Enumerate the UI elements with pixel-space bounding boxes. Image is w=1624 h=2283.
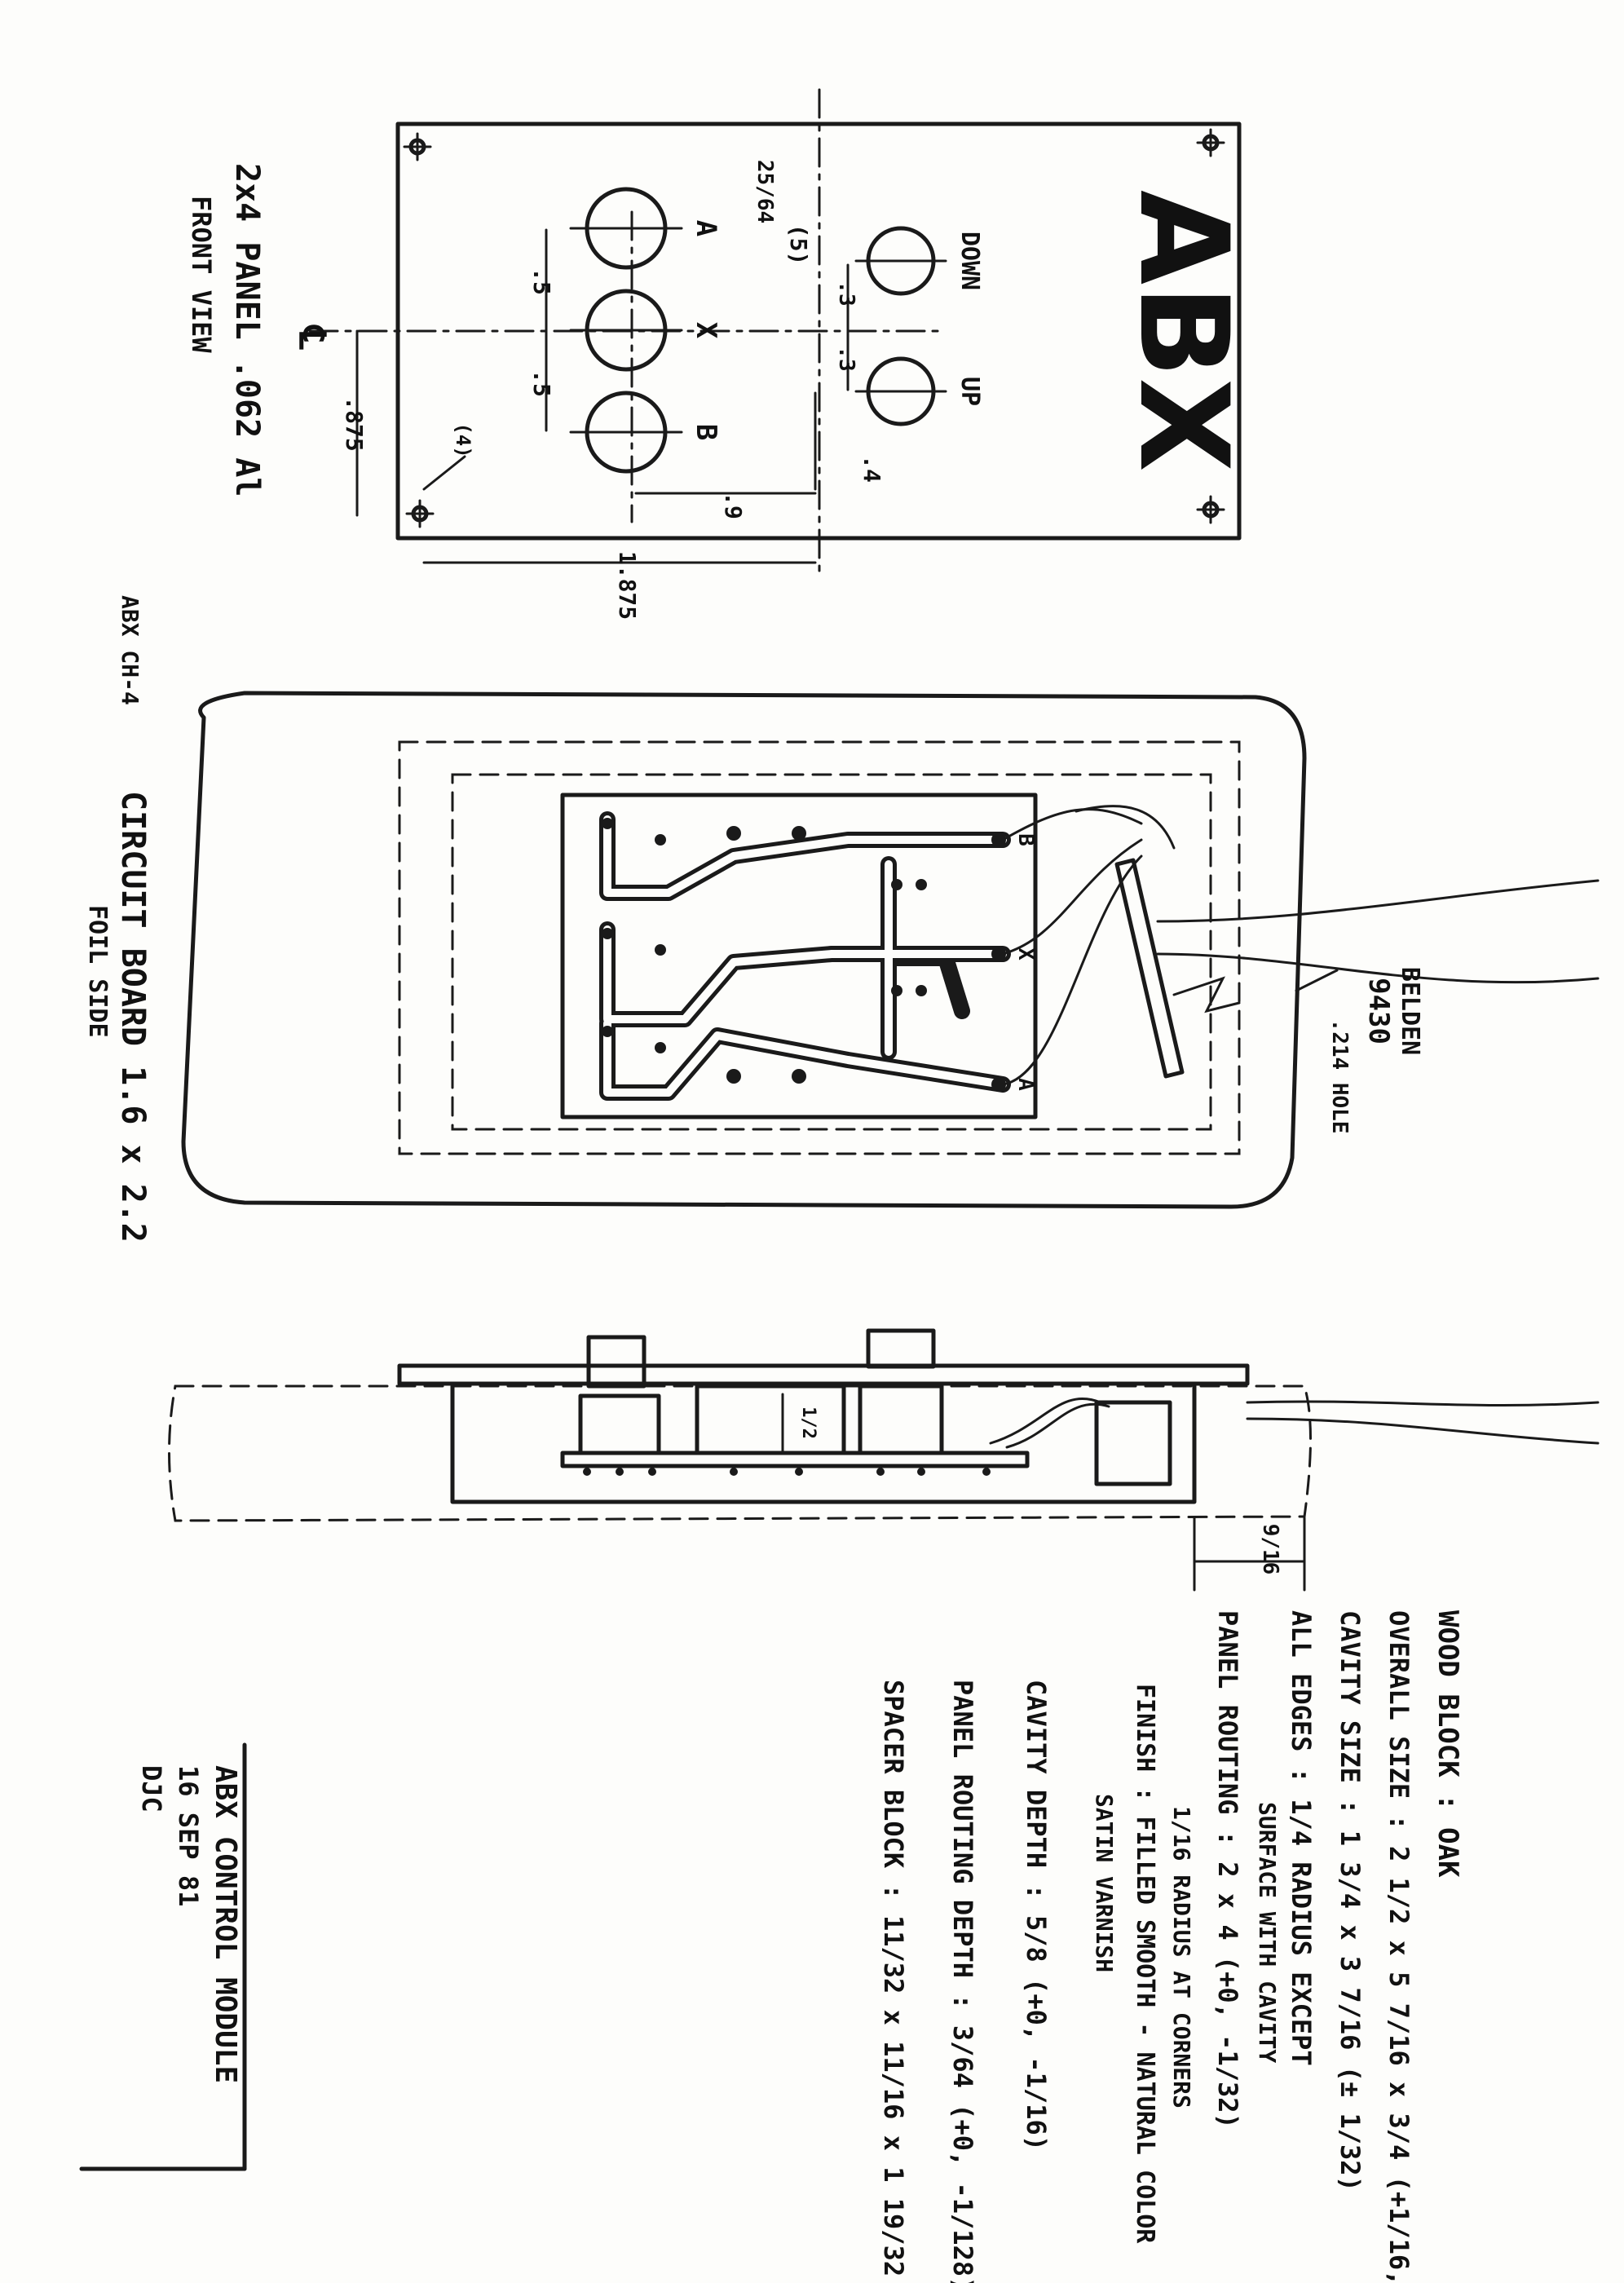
panel-routing-outline bbox=[398, 740, 1241, 1155]
title-block-title: ABX CONTROL MODULE bbox=[209, 1765, 242, 2083]
note-spacer-block: SPACER BLOCK : 11/32 x 11/16 x 1 19/32 bbox=[878, 1680, 909, 2276]
note-cavity-size: CAVITY SIZE : 1 3/4 x 3 7/16 (± 1/32) bbox=[1335, 1610, 1366, 2192]
dim-jack-spacing-2: .5 bbox=[528, 369, 555, 397]
dim-height-offset: .875 bbox=[341, 396, 368, 451]
abx-logo: ABX bbox=[1112, 190, 1254, 472]
foil-traces bbox=[599, 811, 1011, 1101]
side-wood-outline bbox=[168, 1384, 1312, 1522]
side-solder-points bbox=[583, 1468, 991, 1476]
title-block-date: 16 SEP 81 bbox=[173, 1765, 204, 1906]
notes-block: WOOD BLOCK : OAK OVERALL SIZE : 2 1/2 x … bbox=[878, 1610, 1464, 2283]
switch-label-up: UP bbox=[955, 377, 984, 406]
jack-label-b: B bbox=[690, 424, 722, 440]
side-view: 9/16 1/2 bbox=[168, 1328, 1600, 1592]
side-spacer-block bbox=[1094, 1400, 1172, 1486]
hole-label: .214 HOLE bbox=[1327, 1019, 1352, 1134]
jack-label-x: X bbox=[690, 322, 722, 339]
note-cavity-depth: CAVITY DEPTH : 5/8 (+0, -1/16) bbox=[1021, 1680, 1052, 2151]
wires-and-cable bbox=[1001, 805, 1600, 1086]
dim-switch-row: .4 bbox=[858, 455, 885, 483]
side-panel bbox=[397, 1363, 1250, 1386]
terminal-label-x: X bbox=[1013, 947, 1038, 960]
switch-label-down: DOWN bbox=[955, 232, 984, 290]
title-block-initials: DJC bbox=[136, 1765, 167, 1813]
note-surface-cavity: SURFACE WITH CAVITY bbox=[1254, 1802, 1281, 2063]
cavity-outline bbox=[451, 773, 1212, 1131]
spacer-dimension: 1/2 bbox=[798, 1406, 819, 1439]
note-panel-routing-depth: PANEL ROUTING DEPTH : 3/64 (+0, -1/128) bbox=[947, 1680, 978, 2283]
side-switch-top-2 bbox=[866, 1328, 936, 1369]
front-view-subtitle: FRONT VIEW bbox=[186, 196, 217, 353]
cable-label-9430: 9430 bbox=[1362, 978, 1395, 1044]
terminal-label-a: A bbox=[1013, 1078, 1038, 1091]
front-view: ABX A X B DOWN UP 25/64 (5) (4) .5 .5 .3… bbox=[186, 88, 1254, 620]
spacer-block bbox=[1114, 858, 1185, 1079]
note-finish: FINISH : FILLED SMOOTH - NATURAL COLOR bbox=[1131, 1684, 1159, 2244]
side-jack-body-2 bbox=[858, 1384, 944, 1455]
mounting-screw bbox=[1172, 976, 1241, 1013]
title-block: ABX CONTROL MODULE 16 SEP 81 DJC bbox=[79, 1742, 247, 2171]
hole-callout-size: 25/64 bbox=[752, 160, 777, 223]
note-wood-block: WOOD BLOCK : OAK bbox=[1432, 1610, 1464, 1878]
centerline-mark-left: ℄ bbox=[291, 325, 333, 350]
drawing-number: ABX CH-4 bbox=[117, 595, 143, 705]
side-component bbox=[695, 1384, 846, 1455]
note-overall-size: OVERALL SIZE : 2 1/2 x 5 7/16 x 3/4 (+1/… bbox=[1383, 1610, 1414, 2283]
dim-switch-1: .3 bbox=[834, 280, 858, 306]
wood-block-outline bbox=[181, 691, 1307, 1209]
hole-callout-count: (5) bbox=[785, 224, 812, 266]
note-radius-corners: 1/16 RADIUS AT CORNERS bbox=[1168, 1806, 1195, 2109]
jack-label-a: A bbox=[690, 220, 722, 236]
side-jack-body-1 bbox=[578, 1393, 661, 1455]
corner-callout: (4) bbox=[452, 422, 474, 457]
dim-switch-2: .3 bbox=[834, 346, 858, 371]
front-dimension-lines bbox=[355, 228, 850, 564]
circuit-board-outline bbox=[560, 793, 1038, 1119]
note-panel-routing: PANEL ROUTING : 2 x 4 (+0, -1/32) bbox=[1212, 1610, 1243, 2129]
dim-jack-spacing-1: .5 bbox=[528, 267, 555, 295]
cable-label-belden: BELDEN bbox=[1396, 967, 1424, 1055]
dim-depth: 9/16 bbox=[1258, 1524, 1282, 1575]
note-all-edges: ALL EDGES : 1/4 RADIUS EXCEPT bbox=[1286, 1610, 1317, 2066]
side-cavity bbox=[450, 1381, 1197, 1504]
board-pads bbox=[602, 818, 1006, 1092]
terminal-label-b: B bbox=[1013, 833, 1038, 846]
side-switch-top bbox=[586, 1335, 647, 1389]
dim-width-offset: 1.875 bbox=[614, 551, 641, 620]
circuit-board-view: B X A BELDEN 9430 .214 HOLE ABX CH-4 CIR… bbox=[83, 595, 1600, 1243]
switch-holes bbox=[854, 226, 947, 426]
jack-holes bbox=[569, 187, 683, 474]
circuit-board-title: CIRCUIT BOARD 1.6 x 2.2 bbox=[114, 791, 152, 1243]
front-view-title: 2x4 PANEL .062 Al bbox=[228, 163, 266, 497]
corner-screw-holes bbox=[403, 128, 1225, 528]
note-satin-varnish: SATIN VARNISH bbox=[1091, 1794, 1118, 1972]
circuit-board-subtitle: FOIL SIDE bbox=[83, 905, 112, 1038]
dim-jack-row: .9 bbox=[720, 492, 747, 519]
